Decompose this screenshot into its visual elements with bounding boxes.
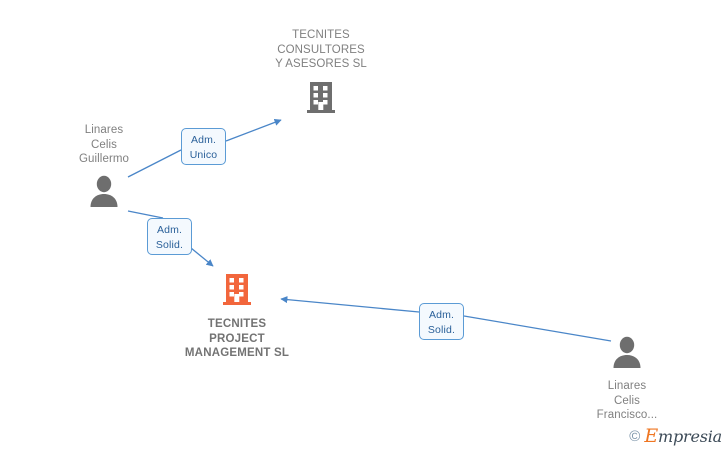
empresia-watermark: © Empresia [629,427,722,446]
person-icon [567,336,687,373]
node-tecnites-project-management[interactable]: TECNITES PROJECT MANAGEMENT SL [147,272,327,361]
node-label-tecnites-consultores: TECNITES CONSULTORES Y ASESORES SL [275,29,367,71]
node-label-tecnites-project-management: TECNITES PROJECT MANAGEMENT SL [184,318,290,360]
empresia-logo-rest: mpresia [658,427,722,446]
building-icon [147,272,327,311]
edge-badge-adm-unico[interactable]: Adm. Unico [181,128,226,165]
node-linares-celis-francisco[interactable]: Linares Celis Francisco... [567,336,687,423]
person-icon [44,175,164,212]
empresia-logo-initial: E [644,425,658,447]
building-icon [231,80,411,119]
node-linares-celis-guillermo[interactable]: Linares Celis Guillermo [44,123,164,212]
node-label-linares-celis-francisco: Linares Celis Francisco... [596,380,658,422]
empresia-logo-text: Empresia [644,427,722,446]
node-tecnites-consultores[interactable]: TECNITES CONSULTORES Y ASESORES SL [231,28,411,119]
copyright-icon: © [629,428,641,445]
edge-badge-adm-solid-guillermo[interactable]: Adm. Solid. [147,218,192,255]
node-label-linares-celis-guillermo: Linares Celis Guillermo [78,124,130,166]
edge-badge-adm-solid-francisco[interactable]: Adm. Solid. [419,303,464,340]
